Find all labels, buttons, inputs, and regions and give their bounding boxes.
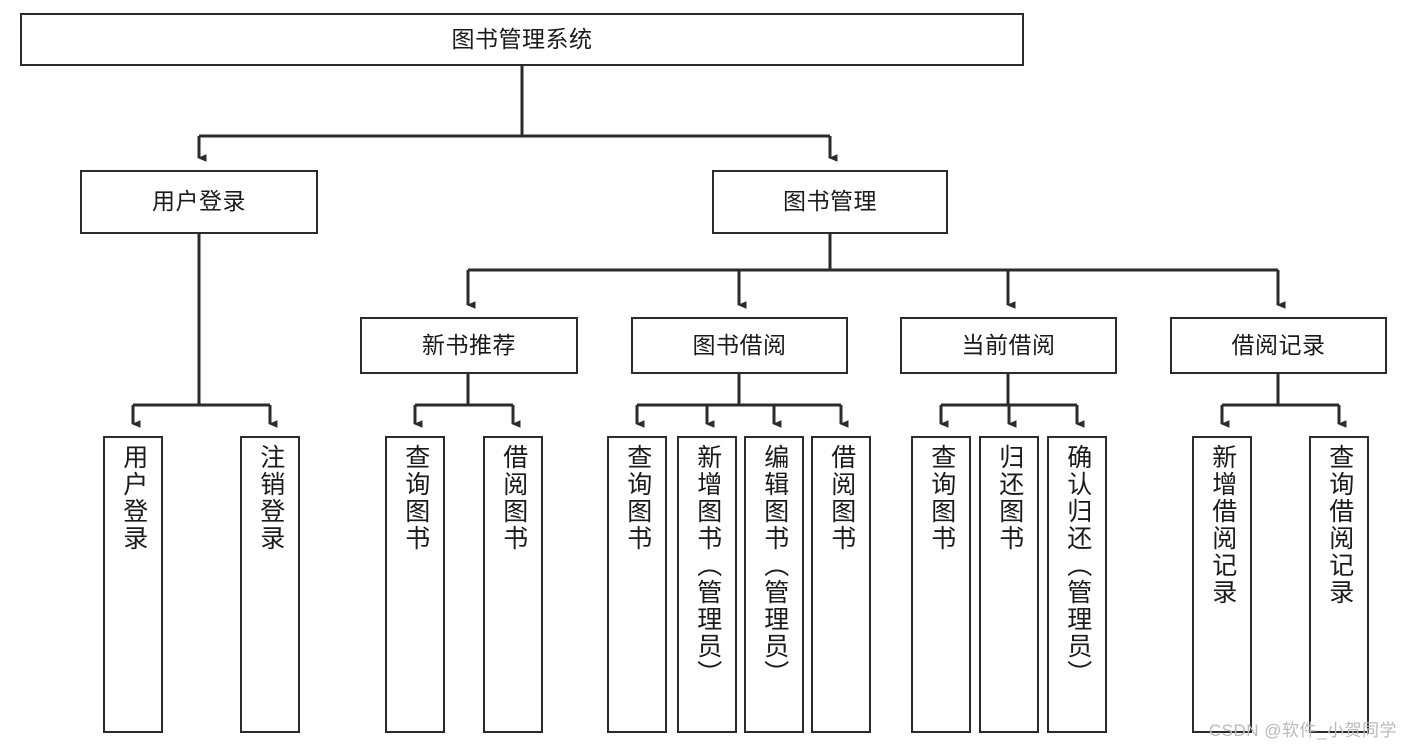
- node-borrow-record-label: 借阅记录: [1231, 331, 1326, 358]
- node-leaf-query-record-label: 查询借阅记录: [1325, 444, 1354, 606]
- node-leaf-query-book-1-label: 查询图书: [401, 444, 430, 552]
- node-leaf-user-login-label: 用户登录: [119, 444, 148, 552]
- node-current-borrow-label: 当前借阅: [961, 331, 1056, 358]
- node-leaf-return-book[interactable]: 归还图书: [979, 436, 1039, 733]
- node-leaf-edit-book-label: 编辑图书（管理员）: [760, 444, 789, 687]
- node-leaf-borrow-book-1-label: 借阅图书: [499, 444, 528, 552]
- node-leaf-add-book[interactable]: 新增图书（管理员）: [677, 436, 737, 733]
- node-leaf-query-record[interactable]: 查询借阅记录: [1309, 436, 1369, 733]
- node-leaf-query-book-2-label: 查询图书: [623, 444, 652, 552]
- node-leaf-borrow-book-1[interactable]: 借阅图书: [483, 436, 543, 733]
- node-leaf-query-book-3-label: 查询图书: [927, 444, 956, 552]
- node-borrow-record[interactable]: 借阅记录: [1170, 317, 1387, 374]
- watermark-text: CSDN @软件_小贺同学: [1208, 721, 1397, 740]
- node-leaf-add-book-label: 新增图书（管理员）: [693, 444, 722, 687]
- node-book-borrow-label: 图书借阅: [692, 331, 787, 358]
- node-leaf-query-book-3[interactable]: 查询图书: [911, 436, 971, 733]
- node-leaf-confirm-return[interactable]: 确认归还（管理员）: [1047, 436, 1107, 733]
- node-book-borrow[interactable]: 图书借阅: [631, 317, 848, 374]
- node-leaf-borrow-book-2[interactable]: 借阅图书: [811, 436, 871, 733]
- node-leaf-return-book-label: 归还图书: [995, 444, 1024, 552]
- node-leaf-add-record[interactable]: 新增借阅记录: [1192, 436, 1252, 733]
- node-current-borrow[interactable]: 当前借阅: [900, 317, 1117, 374]
- node-leaf-user-login[interactable]: 用户登录: [103, 436, 163, 733]
- node-leaf-confirm-return-label: 确认归还（管理员）: [1063, 444, 1092, 687]
- node-user-login[interactable]: 用户登录: [80, 170, 318, 234]
- node-user-login-label: 用户登录: [152, 188, 246, 215]
- node-leaf-query-book-1[interactable]: 查询图书: [385, 436, 445, 733]
- node-leaf-edit-book[interactable]: 编辑图书（管理员）: [744, 436, 804, 733]
- node-leaf-add-record-label: 新增借阅记录: [1208, 444, 1237, 606]
- node-root-label: 图书管理系统: [451, 25, 593, 52]
- node-new-book-recommend-label: 新书推荐: [422, 331, 516, 358]
- node-leaf-borrow-book-2-label: 借阅图书: [827, 444, 856, 552]
- node-book-management[interactable]: 图书管理: [712, 170, 948, 234]
- node-root[interactable]: 图书管理系统: [20, 13, 1024, 66]
- node-new-book-recommend[interactable]: 新书推荐: [360, 317, 578, 374]
- node-leaf-logout[interactable]: 注销登录: [240, 436, 300, 733]
- node-leaf-logout-label: 注销登录: [256, 444, 285, 552]
- node-book-management-label: 图书管理: [783, 188, 877, 215]
- node-leaf-query-book-2[interactable]: 查询图书: [607, 436, 667, 733]
